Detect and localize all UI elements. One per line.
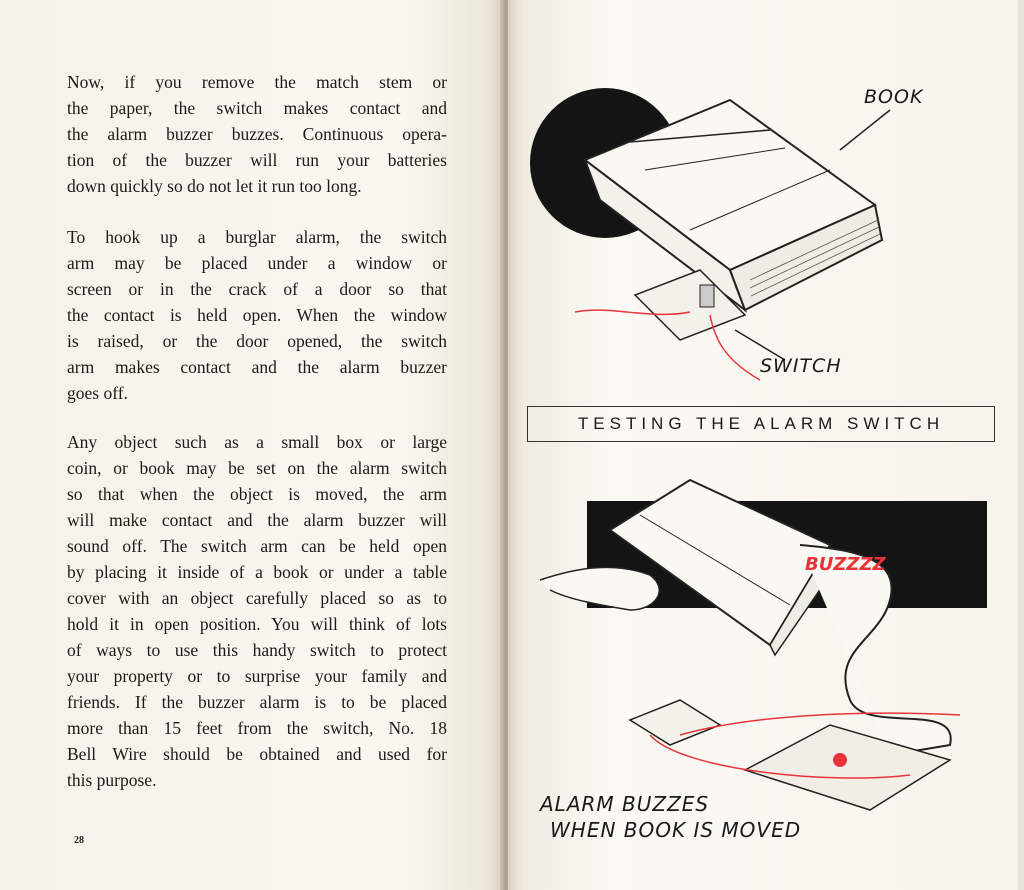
text-line: Bell Wire should be obtained and used fo… bbox=[67, 744, 447, 764]
text-line: more than 15 feet from the switch, No. 1… bbox=[67, 718, 447, 738]
page-number: 28 bbox=[74, 835, 84, 846]
text-line: the paper, the switch makes contact and bbox=[67, 98, 447, 118]
text-line: so that when the object is moved, the ar… bbox=[67, 484, 447, 504]
text-line: screen or in the crack of a door so that bbox=[67, 279, 447, 299]
text-line: arm makes contact and the alarm buzzer bbox=[67, 357, 447, 377]
text-line: the contact is held open. When the windo… bbox=[67, 305, 447, 325]
book-on-switch-illustration bbox=[530, 88, 891, 381]
paragraph-1: Now, if you remove the match stem or the … bbox=[67, 69, 447, 199]
paragraph-3: Any object such as a small box or large c… bbox=[67, 429, 447, 793]
text-line: goes off. bbox=[67, 383, 128, 403]
text-line: cover with an object carefully placed so… bbox=[67, 588, 447, 608]
switch-label: SWITCH bbox=[760, 355, 842, 377]
paragraph-2: To hook up a burglar alarm, the switch ar… bbox=[67, 224, 447, 406]
section-title: TESTING THE ALARM SWITCH bbox=[527, 406, 995, 442]
caption-line-1: ALARM BUZZES bbox=[540, 792, 710, 816]
left-page: Now, if you remove the match stem or the … bbox=[0, 0, 503, 890]
text-line: friends. If the buzzer alarm is to be pl… bbox=[67, 692, 447, 712]
text-line: sound off. The switch arm can be held op… bbox=[67, 536, 447, 556]
alarm-test-illustration: BUZZZZ bbox=[539, 478, 987, 811]
text-line: the alarm buzzer buzzes. Continuous oper… bbox=[67, 124, 447, 144]
text-line: hold it in open position. You will think… bbox=[67, 614, 447, 634]
book-label: BOOK bbox=[864, 86, 924, 108]
text-line: by placing it inside of a book or under … bbox=[67, 562, 447, 582]
caption-line-2: WHEN BOOK IS MOVED bbox=[550, 818, 802, 842]
text-line: down quickly so do not let it run too lo… bbox=[67, 176, 362, 196]
text-line: will make contact and the alarm buzzer w… bbox=[67, 510, 447, 530]
text-line: Any object such as a small box or large bbox=[67, 432, 447, 452]
text-line: coin, or book may be set on the alarm sw… bbox=[67, 458, 447, 478]
text-line: is raised, or the door opened, the switc… bbox=[67, 331, 447, 351]
text-line: this purpose. bbox=[67, 770, 157, 790]
text-line: Now, if you remove the match stem or bbox=[67, 72, 447, 92]
text-line: To hook up a burglar alarm, the switch bbox=[67, 227, 447, 247]
text-line: your property or to surprise your family… bbox=[67, 666, 447, 686]
text-line: arm may be placed under a window or bbox=[67, 253, 447, 273]
text-line: of ways to use this handy switch to prot… bbox=[67, 640, 447, 660]
buzz-text: BUZZZZ bbox=[805, 554, 886, 575]
text-line: tion of the buzzer will run your batteri… bbox=[67, 150, 447, 170]
